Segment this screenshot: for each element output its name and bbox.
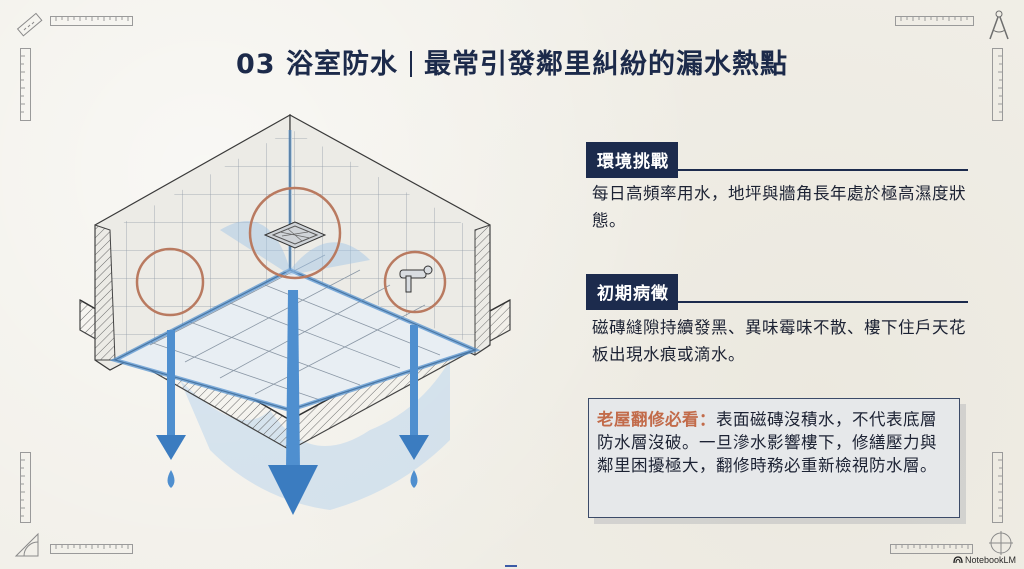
section-rule-challenge xyxy=(586,169,968,171)
protractor-icon xyxy=(14,532,39,557)
ruler-left-upper xyxy=(20,48,31,121)
notebooklm-logo-icon xyxy=(953,556,963,564)
tip-callout-highlight: 老屋翻修必看： xyxy=(597,410,716,429)
hotspot-drain-circle xyxy=(248,186,342,280)
leak-arrow-left xyxy=(156,330,186,488)
tip-callout-text: 老屋翻修必看：表面磁磚沒積水，不代表底層防水層沒破。一旦滲水影響樓下，修繕壓力與… xyxy=(597,408,953,477)
tip-callout-body: 表面磁磚沒積水，不代表底層防水層沒破。一旦滲水影響樓下，修繕壓力與鄰里困擾極大，… xyxy=(597,410,937,475)
water-stain-lower xyxy=(180,360,450,510)
title-separator xyxy=(409,51,412,77)
title-number-topic: 03 浴室防水 xyxy=(236,49,398,80)
hotspot-faucet-circle xyxy=(383,250,447,314)
target-icon xyxy=(989,531,1013,555)
leak-arrow-center xyxy=(268,290,318,515)
floor-drain xyxy=(263,221,327,249)
ruler-bottom-left xyxy=(50,544,133,554)
section-heading-challenge: 環境挑戰 xyxy=(586,142,678,178)
notebooklm-brand: NotebookLM xyxy=(953,555,1016,565)
ruler-left-lower xyxy=(20,452,31,523)
faucet xyxy=(399,265,433,293)
slide-progress-marker xyxy=(505,565,517,567)
ruler-icon xyxy=(16,12,43,37)
section-rule-symptoms xyxy=(586,301,968,303)
hotspot-corner-circle xyxy=(135,247,205,317)
compass-icon xyxy=(989,10,1009,40)
brand-label: NotebookLM xyxy=(964,555,1016,565)
section-body-symptoms: 磁磚縫隙持續發黑、異味霉味不散、樓下住戶天花板出現水痕或滴水。 xyxy=(592,318,966,364)
bathroom-waterproof-illustration xyxy=(79,113,511,515)
section-heading-symptoms: 初期病徵 xyxy=(586,274,678,310)
tip-callout-box xyxy=(588,398,960,518)
ruler-top-left xyxy=(50,16,133,26)
leak-arrow-right xyxy=(399,325,429,488)
ruler-right-lower xyxy=(992,452,1003,523)
ruler-top-right xyxy=(895,16,974,26)
title-subtitle: 最常引發鄰里糾紛的漏水熱點 xyxy=(423,49,788,80)
section-body-challenge: 每日高頻率用水，地坪與牆角長年處於極高濕度狀態。 xyxy=(592,184,966,230)
slide-title: 03 浴室防水最常引發鄰里糾紛的漏水熱點 xyxy=(0,42,1024,81)
ruler-bottom-right xyxy=(890,544,973,554)
ruler-right-upper xyxy=(992,48,1003,121)
